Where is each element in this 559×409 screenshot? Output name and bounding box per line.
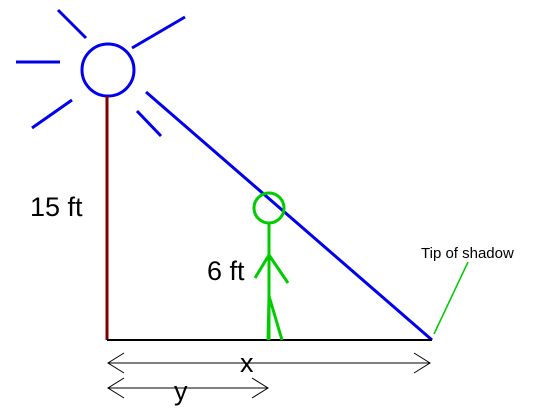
distance-x-label: x [240,348,254,378]
dimension-y-arrowhead-right [251,377,269,399]
dimension-y-arrowhead-left [107,377,125,399]
distance-y-label: y [174,376,188,406]
dimension-x-arrow [107,352,431,374]
sun-ray [56,8,88,40]
person-height-label: 6 ft [207,256,245,286]
tip-of-shadow-label: Tip of shadow [421,245,514,262]
sun-ray [31,98,73,130]
lamp-height-label: 15 ft [30,192,83,222]
dimension-x-arrowhead-left [107,352,125,374]
person-leg [267,295,284,341]
person-arm [267,254,290,284]
dimension-y-arrow [107,377,269,399]
light-ray [145,90,433,342]
dimension-x-arrowhead-right [413,352,431,374]
sun-ray [131,15,186,50]
sun-icon [16,8,186,138]
person-leg [266,295,271,341]
sun-disc [80,42,136,98]
person-arm [253,254,271,279]
tip-of-shadow-pointer [433,261,469,335]
sun-ray [135,109,163,138]
stick-figure-icon [252,191,290,341]
